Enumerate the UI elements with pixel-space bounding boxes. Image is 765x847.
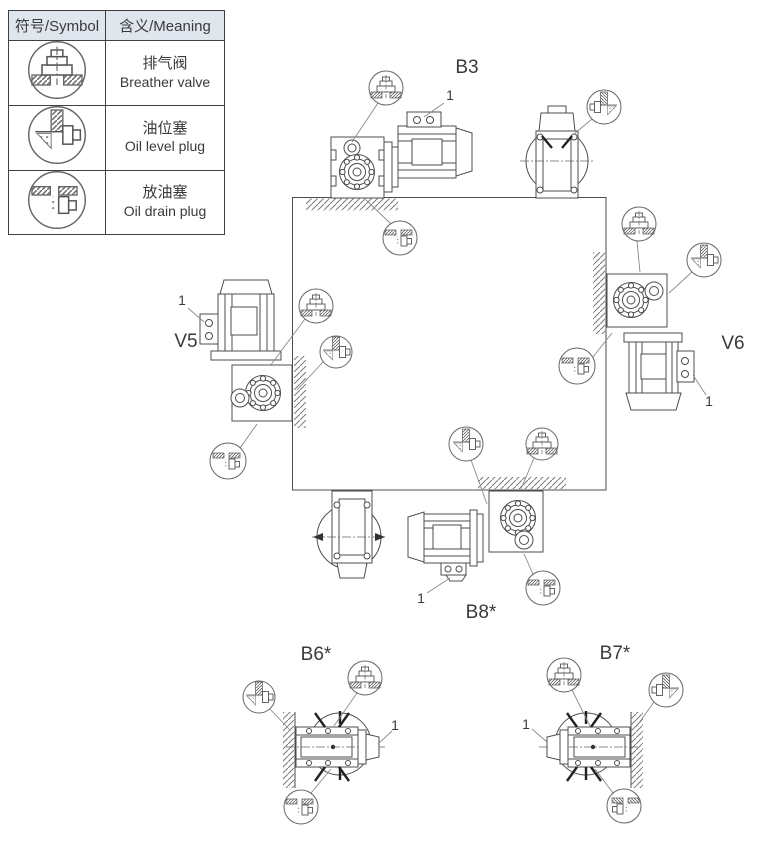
b6-motor-flange xyxy=(357,729,367,765)
oil-drain-plug-symbol-cell xyxy=(8,169,106,236)
b8-callouts: 1 xyxy=(417,426,561,606)
b6-label: B6* xyxy=(301,644,332,665)
v6-callouts: 1 xyxy=(558,206,722,409)
b8-ceiling-hatch xyxy=(478,477,566,489)
v6-wall-hatch xyxy=(593,252,605,334)
b7-label: B7* xyxy=(600,643,631,664)
breather-valve-zh: 排气阀 xyxy=(142,54,188,72)
v6-motor xyxy=(623,332,695,411)
v5-unit xyxy=(199,279,293,422)
oil-level-plug-meaning: 油位塞 Oil level plug xyxy=(105,104,225,171)
b3-unit-side-view xyxy=(330,111,473,199)
oil-drain-plug-icon xyxy=(28,170,86,229)
b7-motor-flange xyxy=(559,729,569,765)
mounting-square xyxy=(292,197,607,491)
b8-output-flange xyxy=(500,500,536,536)
b8-motor xyxy=(407,509,484,582)
legend-header-symbol: 符号/Symbol xyxy=(8,10,106,41)
b7-motor-ref: 1 xyxy=(522,716,530,732)
v6-output-flange xyxy=(613,282,649,318)
v5-motor xyxy=(199,279,282,361)
v5-label: V5 xyxy=(174,331,197,352)
b8-label: B8* xyxy=(466,602,497,623)
b3-motor-ref: 1 xyxy=(446,87,454,103)
oil-level-plug-symbol-cell xyxy=(8,104,106,171)
b7-callouts: 1 xyxy=(522,657,684,824)
b6-wall-hatch xyxy=(283,712,295,788)
b7-oil-level-callout xyxy=(648,672,684,708)
v6-oil-level-callout xyxy=(686,242,722,278)
b7-wall-hatch xyxy=(631,712,643,788)
b8-oil-level-callout xyxy=(448,426,484,462)
symbol-legend-table: 符号/Symbol 含义/Meaning 排气阀 Breather valve … xyxy=(8,10,225,236)
oil-level-plug-zh: 油位塞 xyxy=(142,119,188,137)
b3-output-flange xyxy=(339,154,375,190)
breather-valve-en: Breather valve xyxy=(119,73,211,90)
b3-breather-boss xyxy=(343,139,361,157)
b8-motor-ref: 1 xyxy=(417,590,425,606)
b3-motor xyxy=(383,111,473,193)
v5-oil-level-callout xyxy=(319,335,353,369)
oil-drain-plug-zh: 放油塞 xyxy=(142,184,188,202)
oil-level-plug-en: Oil level plug xyxy=(124,138,206,155)
v6-unit xyxy=(606,273,695,411)
v5-motor-junction-box xyxy=(199,313,219,345)
v6-motor-ref: 1 xyxy=(705,393,713,409)
oil-drain-plug-meaning: 放油塞 Oil drain plug xyxy=(105,169,225,236)
b3-callouts: 1 xyxy=(351,70,622,256)
b6-motor-ref: 1 xyxy=(391,717,399,733)
legend-row-oil-drain: 放油塞 Oil drain plug xyxy=(8,169,225,236)
legend-header-meaning: 含义/Meaning xyxy=(105,10,225,41)
v5-callouts: 1 xyxy=(178,288,353,480)
legend-header-row: 符号/Symbol 含义/Meaning xyxy=(8,10,225,41)
b8-unit-end-view xyxy=(312,490,386,579)
v6-label: V6 xyxy=(721,333,744,354)
oil-level-plug-icon xyxy=(28,105,86,164)
b3-floor-hatch xyxy=(306,198,398,211)
legend-row-breather: 排气阀 Breather valve xyxy=(8,40,225,106)
b8-unit-side-view xyxy=(407,490,544,582)
b3-label: B3 xyxy=(455,57,478,78)
legend-row-oil-level: 油位塞 Oil level plug xyxy=(8,104,225,171)
v5-motor-ref: 1 xyxy=(178,292,186,308)
b6-unit xyxy=(283,711,387,788)
b6-callouts: 1 xyxy=(242,660,399,825)
v5-output-flange xyxy=(245,375,281,411)
breather-valve-meaning: 排气阀 Breather valve xyxy=(105,40,225,106)
breather-valve-icon xyxy=(28,41,86,99)
b3-unit-end-view xyxy=(520,105,594,199)
oil-drain-plug-en: Oil drain plug xyxy=(123,203,207,219)
b3-motor-junction-box xyxy=(406,111,442,128)
b6-oil-level-callout xyxy=(242,680,276,714)
b7-unit xyxy=(539,711,643,788)
v5-wall-hatch xyxy=(294,356,306,428)
b3-oil-level-callout xyxy=(586,89,622,125)
